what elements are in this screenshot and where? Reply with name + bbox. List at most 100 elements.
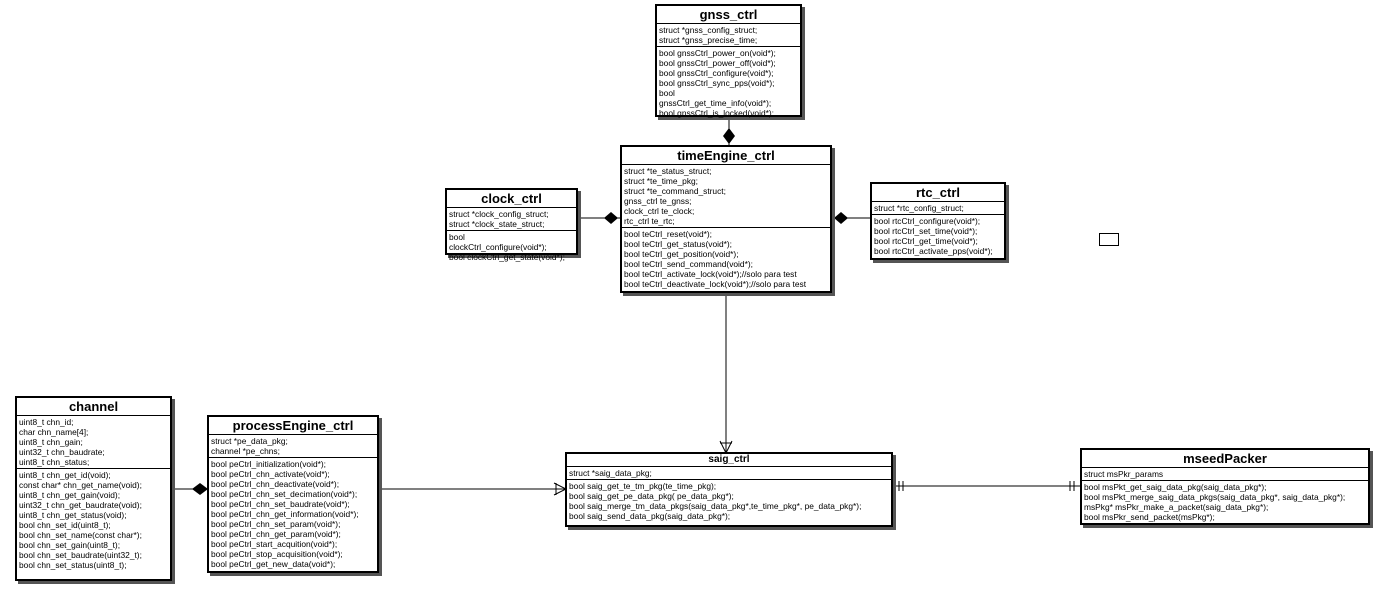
member-line: gnss_ctrl te_gnss; bbox=[624, 196, 692, 206]
class-title: clock_ctrl bbox=[447, 190, 576, 208]
class-timeengine-ctrl[interactable]: timeEngine_ctrl struct *te_status_struct… bbox=[620, 145, 832, 293]
member-line: bool peCtrl_stop_acquisition(void*); bbox=[211, 549, 343, 559]
member-line: uint32_t chn_baudrate; bbox=[19, 447, 105, 457]
member-line: bool saig_send_data_pkg(saig_data_pkg*); bbox=[569, 511, 731, 521]
attributes-section: struct *te_status_struct;struct *te_time… bbox=[622, 165, 830, 228]
member-line: bool chn_set_status(uint8_t); bbox=[19, 560, 127, 570]
methods-section: bool peCtrl_initialization(void*);bool p… bbox=[209, 458, 377, 570]
member-line: uint8_t chn_get_gain(void); bbox=[19, 490, 121, 500]
attributes-section: uint8_t chn_id;char chn_name[4];uint8_t … bbox=[17, 416, 170, 469]
member-line: bool msPkt_merge_saig_data_pkgs(saig_dat… bbox=[1084, 492, 1346, 502]
member-line: bool gnssCtrl_is_locked(void*); bbox=[659, 108, 774, 118]
member-line: uint8_t chn_get_id(void); bbox=[19, 470, 111, 480]
class-title: processEngine_ctrl bbox=[209, 417, 377, 435]
one-one-mark-saig bbox=[898, 481, 904, 491]
member-line: bool peCtrl_chn_activate(void*); bbox=[211, 469, 330, 479]
member-line: struct *te_command_struct; bbox=[624, 186, 726, 196]
member-line: bool saig_get_te_tm_pkg(te_time_pkg); bbox=[569, 481, 717, 491]
member-line: bool gnssCtrl_sync_pps(void*); bbox=[659, 78, 775, 88]
member-line: bool chn_set_baudrate(uint32_t); bbox=[19, 550, 142, 560]
attributes-section: struct *rtc_config_struct; bbox=[872, 202, 1004, 215]
member-line: bool chn_set_gain(uint8_t); bbox=[19, 540, 121, 550]
class-title: timeEngine_ctrl bbox=[622, 147, 830, 165]
attributes-section: struct *pe_data_pkg;channel *pe_chns; bbox=[209, 435, 377, 458]
member-line: bool rtcCtrl_set_time(void*); bbox=[874, 226, 978, 236]
member-line: bool msPkt_get_saig_data_pkg(saig_data_p… bbox=[1084, 482, 1267, 492]
member-line: bool peCtrl_chn_set_param(void*); bbox=[211, 519, 341, 529]
methods-section: bool gnssCtrl_power_on(void*);bool gnssC… bbox=[657, 47, 800, 119]
member-line: uint8_t chn_status; bbox=[19, 457, 90, 467]
member-line: bool rtcCtrl_get_time(void*); bbox=[874, 236, 978, 246]
member-line: bool saig_get_pe_data_pkg( pe_data_pkg*)… bbox=[569, 491, 734, 501]
class-title: saig_ctrl bbox=[567, 454, 891, 467]
member-line: struct *clock_state_struct; bbox=[449, 219, 545, 229]
class-saig-ctrl[interactable]: saig_ctrl struct *saig_data_pkg; bool sa… bbox=[565, 452, 893, 527]
member-line: bool peCtrl_chn_get_information(void*); bbox=[211, 509, 359, 519]
empty-note-box[interactable] bbox=[1099, 233, 1119, 246]
member-line: uint8_t chn_get_status(void); bbox=[19, 510, 127, 520]
class-processengine-ctrl[interactable]: processEngine_ctrl struct *pe_data_pkg;c… bbox=[207, 415, 379, 573]
member-line: clock_ctrl te_clock; bbox=[624, 206, 695, 216]
member-line: bool chn_set_name(const char*); bbox=[19, 530, 142, 540]
class-channel[interactable]: channel uint8_t chn_id;char chn_name[4];… bbox=[15, 396, 172, 581]
member-line: struct *gnss_config_struct; bbox=[659, 25, 758, 35]
attributes-section: struct *gnss_config_struct;struct *gnss_… bbox=[657, 24, 800, 47]
composition-diamond-channel bbox=[192, 483, 208, 495]
class-title: mseedPacker bbox=[1082, 450, 1368, 468]
member-line: bool gnssCtrl_power_off(void*); bbox=[659, 58, 776, 68]
attributes-section: struct msPkr_params bbox=[1082, 468, 1368, 481]
member-line: bool teCtrl_get_status(void*); bbox=[624, 239, 732, 249]
class-rtc-ctrl[interactable]: rtc_ctrl struct *rtc_config_struct; bool… bbox=[870, 182, 1006, 260]
class-mseedpacker[interactable]: mseedPacker struct msPkr_params bool msP… bbox=[1080, 448, 1370, 525]
methods-section: bool teCtrl_reset(void*);bool teCtrl_get… bbox=[622, 228, 830, 290]
member-line: bool peCtrl_initialization(void*); bbox=[211, 459, 326, 469]
one-one-mark-mseed bbox=[1069, 481, 1075, 491]
member-line: bool teCtrl_activate_lock(void*);//solo … bbox=[624, 269, 797, 279]
member-line: const char* chn_get_name(void); bbox=[19, 480, 142, 490]
member-line: msPkg* msPkr_make_a_packet(saig_data_pkg… bbox=[1084, 502, 1269, 512]
attributes-section: struct *saig_data_pkg; bbox=[567, 467, 891, 480]
class-clock-ctrl[interactable]: clock_ctrl struct *clock_config_struct;s… bbox=[445, 188, 578, 262]
member-line: struct msPkr_params bbox=[1084, 469, 1164, 479]
member-line: channel *pe_chns; bbox=[211, 446, 280, 456]
member-line: bool gnssCtrl_configure(void*); bbox=[659, 68, 774, 78]
member-line: bool bbox=[449, 232, 465, 242]
attributes-section: struct *clock_config_struct;struct *cloc… bbox=[447, 208, 576, 231]
member-line: struct *saig_data_pkg; bbox=[569, 468, 652, 478]
member-line: clockCtrl_configure(void*); bbox=[449, 242, 547, 252]
methods-section: uint8_t chn_get_id(void);const char* chn… bbox=[17, 469, 170, 571]
member-line: char chn_name[4]; bbox=[19, 427, 89, 437]
member-line: bool peCtrl_get_new_data(void*); bbox=[211, 559, 336, 569]
member-line: rtc_ctrl te_rtc; bbox=[624, 216, 675, 226]
class-title: channel bbox=[17, 398, 170, 416]
composition-diamond-rtc bbox=[834, 212, 848, 224]
composition-diamond-clock bbox=[604, 212, 618, 224]
member-line: bool teCtrl_get_position(void*); bbox=[624, 249, 739, 259]
member-line: bool teCtrl_deactivate_lock(void*);//sol… bbox=[624, 279, 807, 289]
member-line: bool peCtrl_start_acquition(void*); bbox=[211, 539, 338, 549]
member-line: bool saig_merge_tm_data_pkgs(saig_data_p… bbox=[569, 501, 862, 511]
composition-diamond-gnss bbox=[723, 128, 735, 144]
class-title: gnss_ctrl bbox=[657, 6, 800, 24]
member-line: gnssCtrl_get_time_info(void*); bbox=[659, 98, 772, 108]
member-line: struct *rtc_config_struct; bbox=[874, 203, 964, 213]
member-line: bool rtcCtrl_activate_pps(void*); bbox=[874, 246, 993, 256]
member-line: uint8_t chn_gain; bbox=[19, 437, 83, 447]
member-line: struct *te_time_pkg; bbox=[624, 176, 699, 186]
member-line: uint8_t chn_id; bbox=[19, 417, 74, 427]
methods-section: bool rtcCtrl_configure(void*);bool rtcCt… bbox=[872, 215, 1004, 257]
member-line: struct *te_status_struct; bbox=[624, 166, 712, 176]
member-line: bool peCtrl_chn_get_param(void*); bbox=[211, 529, 341, 539]
member-line: bool clockCtrl_get_state(void*); bbox=[449, 252, 565, 262]
methods-section: bool msPkt_get_saig_data_pkg(saig_data_p… bbox=[1082, 481, 1368, 523]
member-line: bool peCtrl_chn_set_baudrate(void*); bbox=[211, 499, 350, 509]
member-line: bool chn_set_id(uint8_t); bbox=[19, 520, 111, 530]
class-title: rtc_ctrl bbox=[872, 184, 1004, 202]
member-line: struct *gnss_precise_time; bbox=[659, 35, 758, 45]
member-line: bool teCtrl_reset(void*); bbox=[624, 229, 712, 239]
member-line: bool msPkr_send_packet(msPkg*); bbox=[1084, 512, 1215, 522]
class-gnss-ctrl[interactable]: gnss_ctrl struct *gnss_config_struct;str… bbox=[655, 4, 802, 119]
member-line: bool teCtrl_send_command(void*); bbox=[624, 259, 753, 269]
member-line: bool peCtrl_chn_set_decimation(void*); bbox=[211, 489, 358, 499]
